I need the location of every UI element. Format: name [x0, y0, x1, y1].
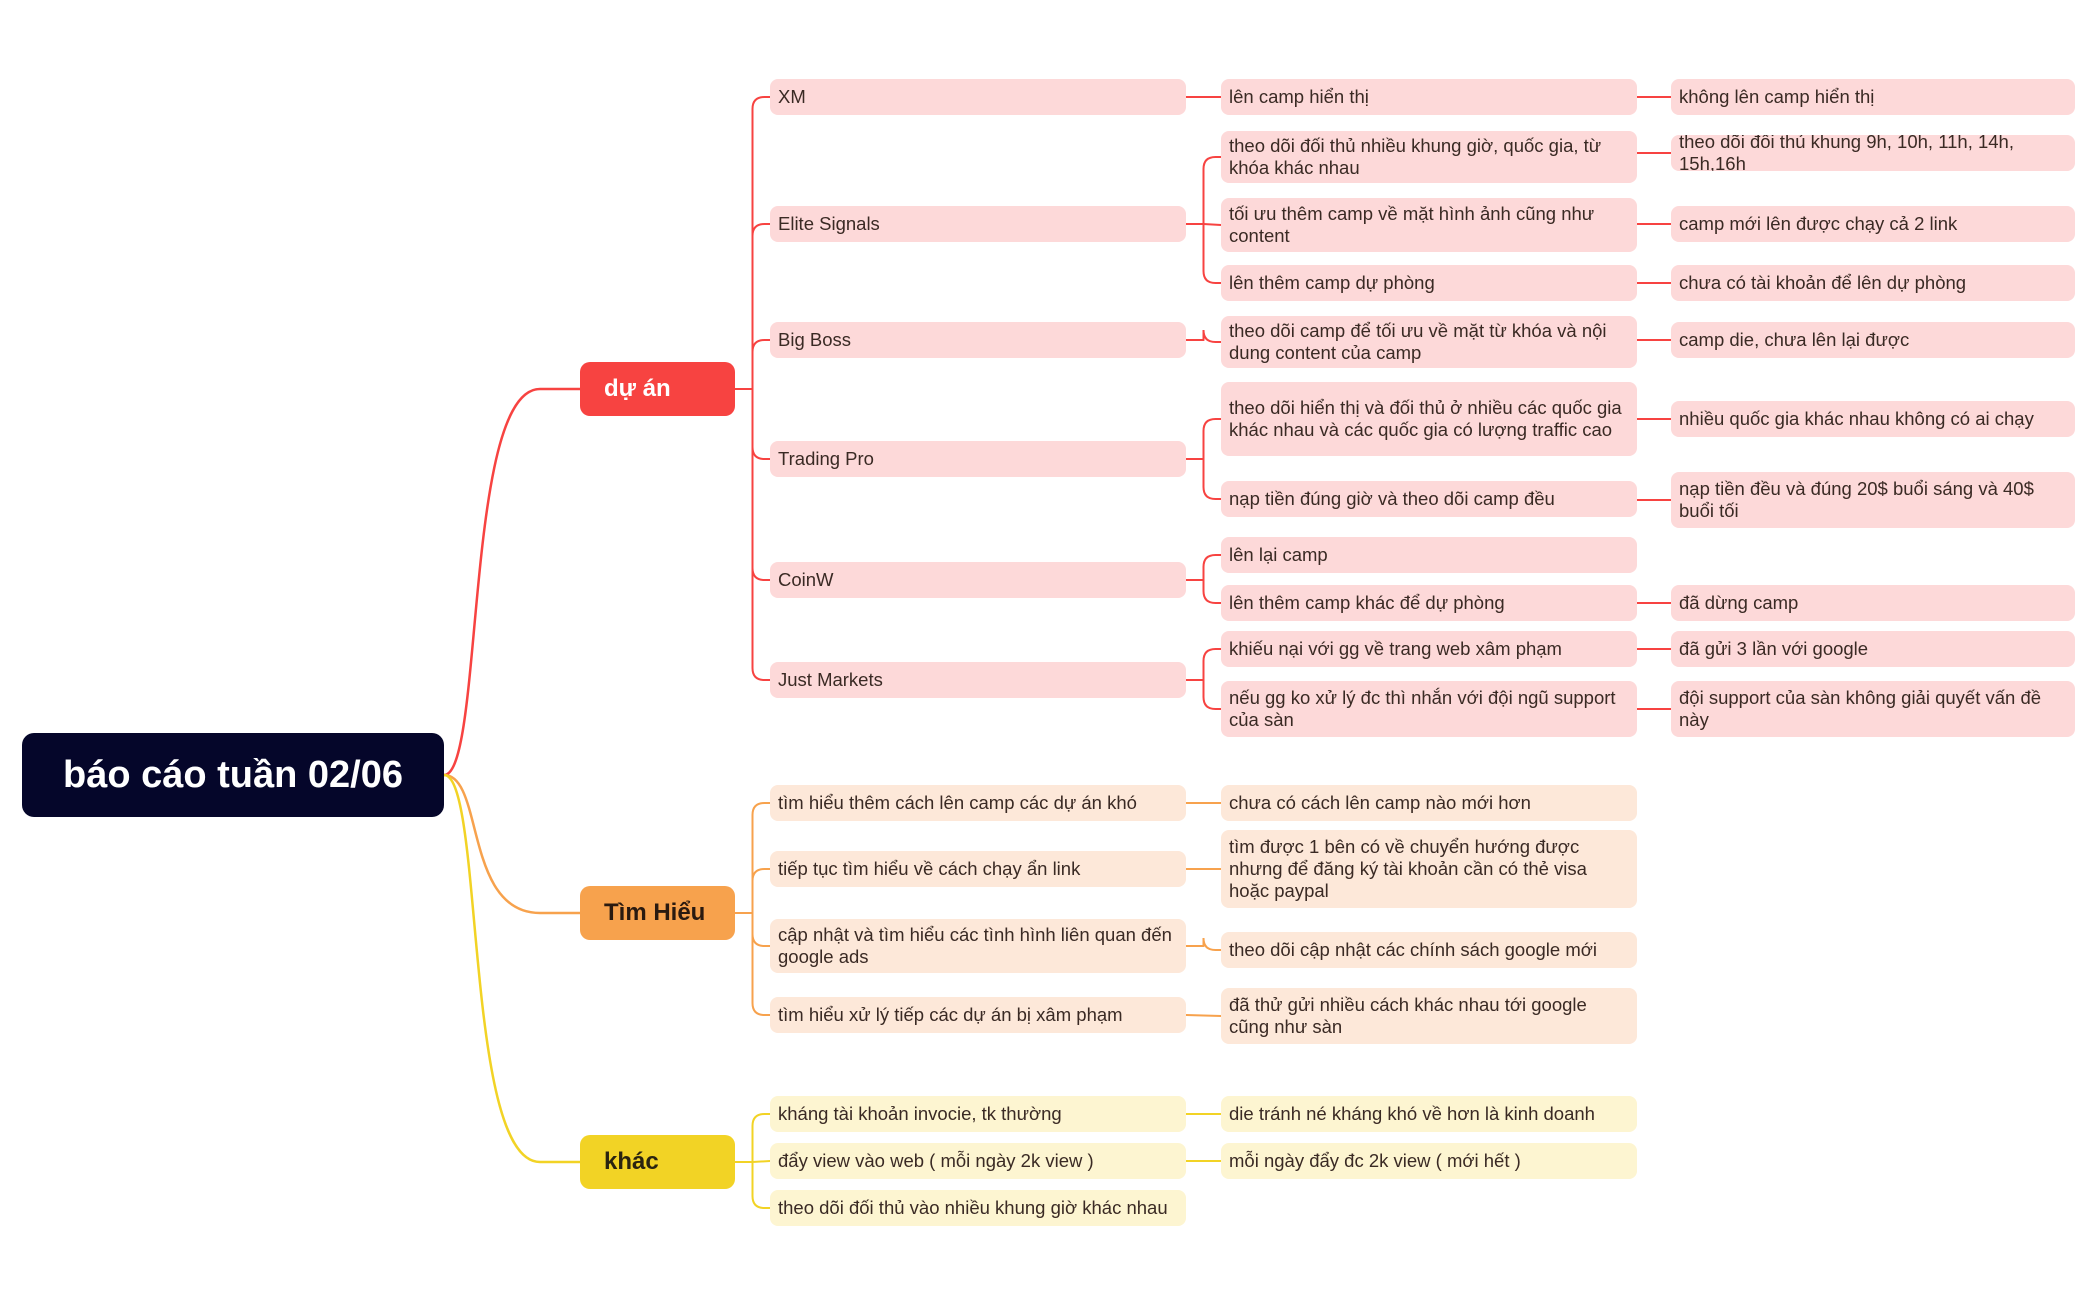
research-result-3[interactable]: theo dõi cập nhật các chính sách google … [1221, 932, 1637, 968]
other-item-1[interactable]: kháng tài khoản invocie, tk thường [770, 1096, 1186, 1132]
result-justmarkets-2[interactable]: đội support của sàn không giải quyết vấn… [1671, 681, 2075, 737]
link-project-elite-signals-2 [1202, 223, 1222, 284]
link-branch-khac-2 [751, 1161, 771, 1209]
result-elite-1[interactable]: theo dõi đối thủ khung 9h, 10h, 11h, 14h… [1671, 135, 2075, 171]
task-elite-3[interactable]: lên thêm camp dự phòng [1221, 265, 1637, 301]
link-branch-du-an-3 [751, 388, 771, 460]
task-coinw-1[interactable]: lên lại camp [1221, 537, 1637, 573]
other-item-3[interactable]: theo dõi đối thủ vào nhiều khung giờ khá… [770, 1190, 1186, 1226]
research-item-4[interactable]: tìm hiểu xử lý tiếp các dự án bị xâm phạ… [770, 997, 1186, 1033]
research-item-2[interactable]: tiếp tục tìm hiểu về cách chạy ẩn link [770, 851, 1186, 887]
task-justmarkets-1[interactable]: khiếu nại với gg về trang web xâm phạm [1221, 631, 1637, 667]
task-elite-2[interactable]: tối ưu thêm camp về mặt hình ảnh cũng nh… [1221, 198, 1637, 252]
task-tradingpro-1[interactable]: theo dõi hiển thị và đối thủ ở nhiều các… [1221, 382, 1637, 456]
link-branch-du-an-4 [751, 388, 771, 581]
result-tradingpro-2[interactable]: nạp tiền đều và đúng 20$ buổi sáng và 40… [1671, 472, 2075, 528]
link-branch-tim-hieu-0 [751, 802, 771, 914]
link-project-big-boss-0 [1202, 329, 1222, 343]
link-project-just-markets-0 [1202, 648, 1222, 681]
project-big-boss[interactable]: Big Boss [770, 322, 1186, 358]
root-node[interactable]: báo cáo tuần 02/06 [22, 733, 444, 817]
link-project-coinw-1 [1202, 579, 1222, 604]
link-project-coinw-0 [1202, 554, 1222, 581]
link-project-trading-pro-1 [1202, 458, 1222, 500]
research-result-2[interactable]: tìm được 1 bên có về chuyển hướng được n… [1221, 830, 1637, 908]
link-branch-tim-hieu-3 [751, 912, 771, 1016]
link-project-elite-signals-1 [1202, 223, 1222, 226]
task-bigboss-1[interactable]: theo dõi camp để tối ưu về mặt từ khóa v… [1221, 316, 1637, 368]
link-branch-du-an-1 [751, 223, 771, 390]
link-project-trading-pro-0 [1202, 418, 1222, 460]
project-trading-pro[interactable]: Trading Pro [770, 441, 1186, 477]
branch-tim-hieu[interactable]: Tìm Hiểu [580, 886, 735, 940]
research-result-4[interactable]: đã thử gửi nhiều cách khác nhau tới goog… [1221, 988, 1637, 1044]
branch-du-an[interactable]: dự án [580, 362, 735, 416]
result-tradingpro-1[interactable]: nhiều quốc gia khác nhau không có ai chạ… [1671, 401, 2075, 437]
other-result-1[interactable]: die tránh né kháng khó về hơn là kinh do… [1221, 1096, 1637, 1132]
link-branch-du-an-0 [751, 96, 771, 390]
research-item-1[interactable]: tìm hiểu thêm cách lên camp các dự án kh… [770, 785, 1186, 821]
project-coinw[interactable]: CoinW [770, 562, 1186, 598]
link-research-item-3-0 [1202, 937, 1222, 951]
result-bigboss-1[interactable]: camp die, chưa lên lại được [1671, 322, 2075, 358]
result-coinw-1[interactable]: đã dừng camp [1671, 585, 2075, 621]
other-item-2[interactable]: đẩy view vào web ( mỗi ngày 2k view ) [770, 1143, 1186, 1179]
link-branch-du-an-2 [751, 339, 771, 390]
link-research-item-4 [1185, 1014, 1222, 1017]
task-xm-1[interactable]: lên camp hiển thị [1221, 79, 1637, 115]
task-tradingpro-2[interactable]: nạp tiền đúng giờ và theo dõi camp đều [1221, 481, 1637, 517]
result-elite-3[interactable]: chưa có tài khoản để lên dự phòng [1671, 265, 2075, 301]
task-coinw-2[interactable]: lên thêm camp khác để dự phòng [1221, 585, 1637, 621]
link-branch-khac-0 [751, 1113, 771, 1163]
link-root-branch-khac [442, 773, 582, 1164]
link-root-branch-tim-hieu [442, 773, 582, 915]
project-xm[interactable]: XM [770, 79, 1186, 115]
link-project-just-markets-1 [1202, 679, 1222, 710]
link-branch-tim-hieu-1 [751, 868, 771, 914]
task-justmarkets-2[interactable]: nếu gg ko xử lý đc thì nhắn với đội ngũ … [1221, 681, 1637, 737]
project-just-markets[interactable]: Just Markets [770, 662, 1186, 698]
research-result-1[interactable]: chưa có cách lên camp nào mới hơn [1221, 785, 1637, 821]
link-branch-tim-hieu-2 [751, 912, 771, 947]
link-branch-khac-1 [751, 1160, 771, 1163]
result-elite-2[interactable]: camp mới lên được chạy cả 2 link [1671, 206, 2075, 242]
research-item-3[interactable]: cập nhật và tìm hiểu các tình hình liên … [770, 919, 1186, 973]
link-project-elite-signals-0 [1202, 156, 1222, 225]
result-xm-1[interactable]: không lên camp hiển thị [1671, 79, 2075, 115]
link-root-branch-du-an [442, 387, 582, 777]
other-result-2[interactable]: mỗi ngày đẩy đc 2k view ( mới hết ) [1221, 1143, 1637, 1179]
task-elite-1[interactable]: theo dõi đối thủ nhiều khung giờ, quốc g… [1221, 131, 1637, 183]
project-elite-signals[interactable]: Elite Signals [770, 206, 1186, 242]
link-branch-du-an-5 [751, 388, 771, 681]
branch-khac[interactable]: khác [580, 1135, 735, 1189]
result-justmarkets-1[interactable]: đã gửi 3 lần với google [1671, 631, 2075, 667]
